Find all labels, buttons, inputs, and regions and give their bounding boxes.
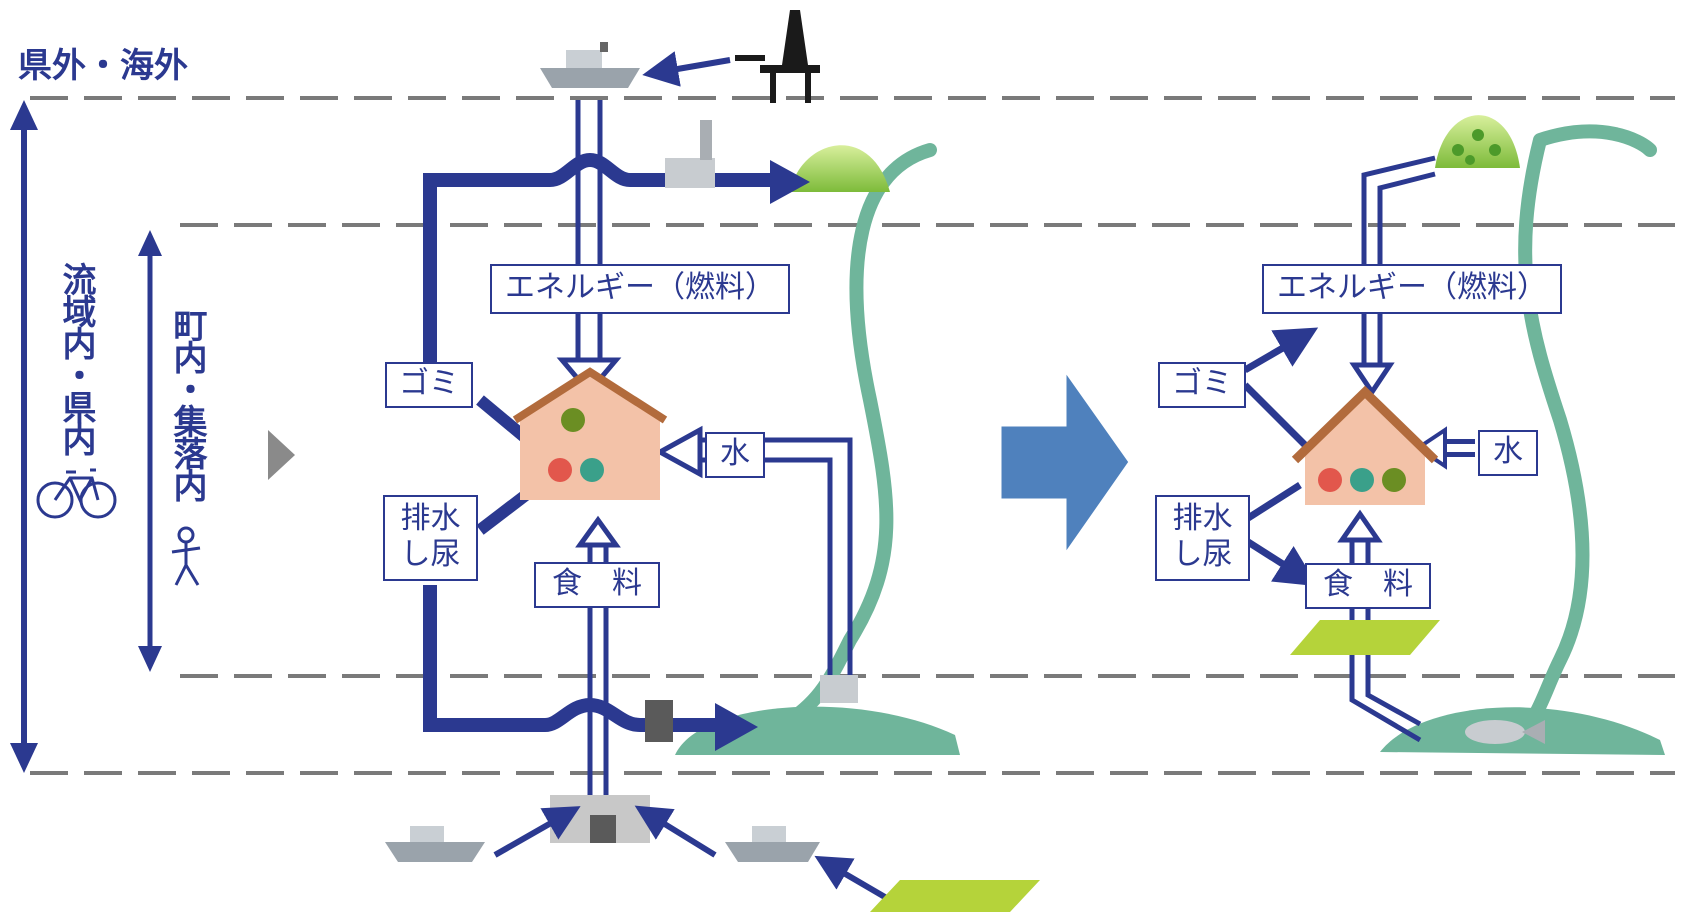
right-label-energy: エネルギー（燃料） (1262, 264, 1562, 314)
market-door (590, 815, 616, 843)
zone-label-town: 町内・集落内 (167, 308, 207, 500)
left-sea (675, 706, 960, 755)
field-to-ship-arrow (814, 855, 892, 903)
left-hill (790, 145, 890, 192)
right-hill (1435, 115, 1520, 168)
left-water-arrow-head (654, 425, 703, 479)
right-label-sewage: 排水 し尿 (1155, 495, 1250, 581)
left-food-arrow-head (575, 515, 621, 548)
right-sewage-link (1243, 482, 1302, 523)
right-label-water: 水 (1478, 430, 1538, 476)
right-label-food: 食 料 (1305, 563, 1431, 609)
right-sewage-arrow (1243, 537, 1318, 587)
zone-label-basin: 流域内・県内 (56, 262, 96, 454)
pointer-triangle-icon (268, 430, 295, 480)
left-waste-arrow-head (770, 160, 810, 204)
water-plant-icon (820, 675, 858, 703)
oil-rig-icon (735, 10, 820, 103)
right-food-arrow-head (1337, 509, 1383, 543)
left-label-waste: ゴミ (385, 362, 473, 408)
house-icon-right (1291, 385, 1439, 505)
field-icon-right (1290, 620, 1440, 655)
ship-icon-top (540, 42, 640, 88)
ship-icon-bottom-left (385, 826, 485, 862)
house-icon-left (512, 367, 668, 500)
bicycle-icon (36, 468, 117, 519)
left-label-food: 食 料 (534, 562, 660, 608)
left-label-water: 水 (705, 432, 765, 478)
treatment-plant-icon (645, 700, 673, 742)
right-waste-arrow (1243, 327, 1319, 374)
ship-to-market-arrow-left (493, 806, 581, 858)
town-arrow-head-top (138, 230, 162, 256)
ship-icon-bottom-right (725, 826, 820, 862)
transition-arrow (998, 365, 1132, 560)
left-label-sewage: 排水 し尿 (383, 495, 478, 581)
town-arrow-head-bottom (138, 646, 162, 672)
right-energy-arrow-head (1349, 362, 1395, 397)
rig-to-ship-arrow (642, 51, 731, 87)
left-waste-flow (423, 152, 790, 405)
left-sewage-arrow-head (715, 703, 758, 751)
basin-arrow-head-top (10, 100, 38, 130)
right-river (1513, 124, 1657, 742)
person-icon (171, 526, 201, 586)
fish-icon (1465, 720, 1545, 744)
right-waste-link (1242, 382, 1308, 448)
ship-to-market-arrow-right (634, 805, 717, 858)
left-river (783, 143, 937, 727)
incinerator-icon (665, 120, 715, 188)
right-label-waste: ゴミ (1158, 362, 1246, 408)
basin-arrow-head-bottom (10, 743, 38, 773)
left-energy-flow (575, 100, 603, 380)
left-label-energy: エネルギー（燃料） (490, 264, 790, 314)
field-icon-bottom (870, 880, 1040, 912)
tree-dots-icon (1452, 129, 1501, 165)
zone-label-outside: 県外・海外 (18, 46, 188, 86)
